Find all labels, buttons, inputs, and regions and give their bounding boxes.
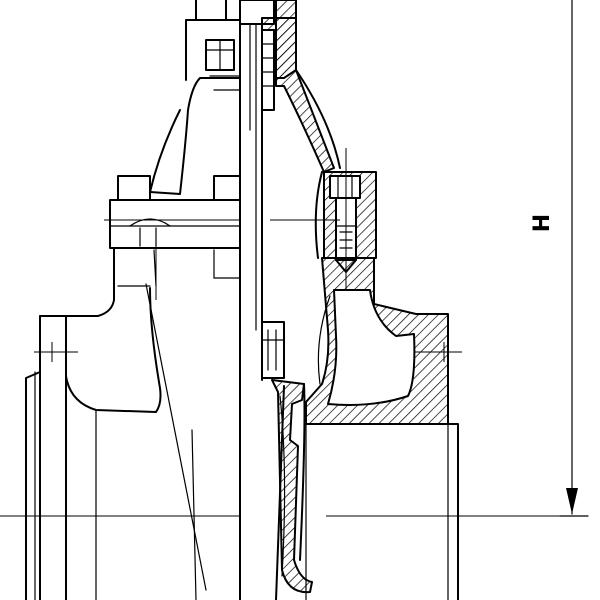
dimension-h: [559, 0, 589, 517]
stem-assembly: [239, 0, 285, 600]
body-cavity-cut: [327, 289, 416, 406]
left-flange-face: [39, 315, 67, 600]
bolt-head-left: [117, 175, 151, 201]
wedge-nut-lines: [261, 329, 285, 371]
bonnet-top: [195, 0, 227, 21]
bolt-head-right: [213, 175, 241, 201]
bolt-head-section: [329, 175, 361, 199]
flange-circle-arc: [129, 218, 171, 227]
bonnet-flange: [109, 199, 241, 249]
body-lower-contour: [65, 287, 162, 413]
left-socket-step: [25, 371, 41, 600]
stem-inner: [249, 0, 257, 331]
section-view: [261, 0, 459, 600]
bonnet-lower-contour: [314, 171, 323, 259]
body-right-end: [447, 423, 459, 600]
bolt-head-hex: [337, 175, 353, 199]
center-lines: [0, 219, 588, 517]
body-outline-left: [65, 247, 241, 317]
dimension-label-h: H: [529, 213, 555, 233]
bonnet-dome: [149, 77, 241, 195]
flange-hole-mark-left: [34, 342, 78, 362]
wedge-slope-line: [145, 283, 207, 591]
stem-key: [261, 29, 275, 111]
exterior-view: [25, 0, 241, 600]
bonnet-outer-right: [295, 69, 341, 169]
bolt-stud-left: [139, 227, 157, 247]
body-center-lower: [191, 429, 197, 600]
bonnet-dome-outer: [149, 109, 181, 193]
body-cavity-inner: [317, 295, 331, 385]
flange-hole-mark-right: [414, 342, 462, 362]
stem-nut-detail: [205, 39, 235, 71]
wedge-nut: [261, 321, 285, 379]
wedge-rubber-line: [279, 395, 286, 577]
packing-line: [209, 75, 241, 91]
bonnet-top-section: [261, 17, 297, 79]
bonnet-neck: [185, 19, 241, 81]
dimension-arrow: [566, 488, 578, 514]
body-boss-right: [213, 249, 241, 279]
stem-thread-marks: [261, 43, 275, 87]
